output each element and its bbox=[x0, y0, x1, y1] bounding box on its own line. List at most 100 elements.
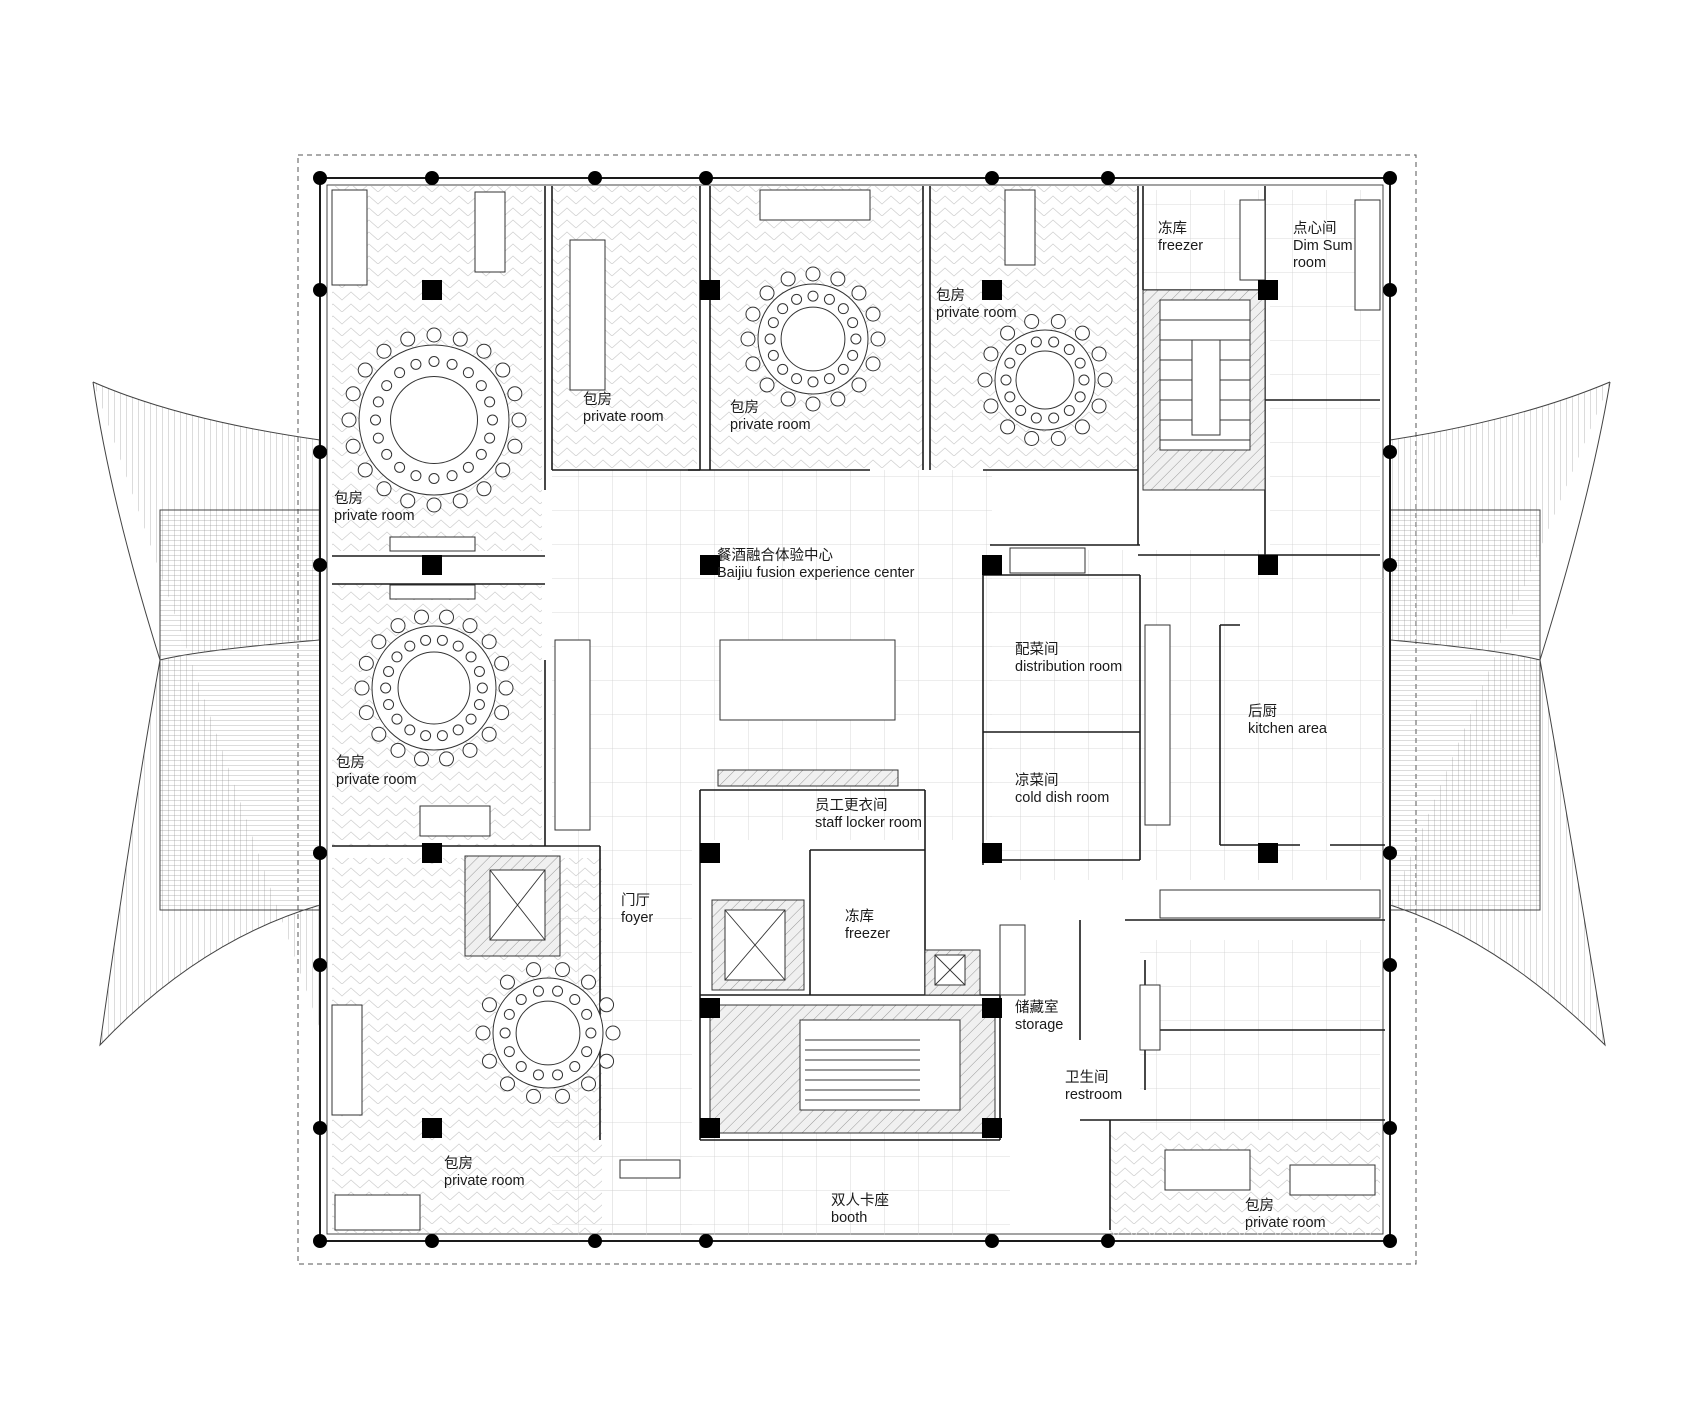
room-label-cn: 包房 bbox=[1245, 1197, 1274, 1214]
column-square bbox=[700, 555, 720, 575]
chair bbox=[413, 751, 429, 767]
column bbox=[699, 171, 713, 185]
column bbox=[1383, 1121, 1397, 1135]
round-table bbox=[475, 962, 621, 1104]
chair bbox=[759, 285, 775, 301]
room-label-en: private room bbox=[730, 417, 811, 433]
room-label-cn: 包房 bbox=[583, 391, 612, 408]
chair bbox=[865, 306, 881, 322]
column-square bbox=[422, 843, 442, 863]
chair bbox=[400, 331, 416, 347]
column-square bbox=[982, 843, 1002, 863]
column bbox=[313, 558, 327, 572]
chair bbox=[426, 327, 442, 343]
chair bbox=[870, 331, 886, 347]
chair bbox=[605, 1025, 621, 1041]
column-square bbox=[1258, 280, 1278, 300]
room-label-en: private room bbox=[1245, 1215, 1326, 1231]
chair bbox=[345, 386, 361, 402]
chair bbox=[371, 634, 387, 650]
room-label-cn: 包房 bbox=[334, 490, 363, 507]
chair bbox=[780, 391, 796, 407]
column bbox=[425, 1234, 439, 1248]
chair bbox=[511, 412, 527, 428]
chair bbox=[495, 462, 511, 478]
chair bbox=[376, 343, 392, 359]
column bbox=[313, 1121, 327, 1135]
chair bbox=[1024, 314, 1040, 330]
room-label-en: Baijiu fusion experience center bbox=[717, 565, 915, 581]
room-label-cn: 包房 bbox=[336, 754, 365, 771]
chair bbox=[977, 372, 993, 388]
column bbox=[1383, 283, 1397, 297]
right-roof-eave bbox=[1389, 381, 1611, 1047]
column bbox=[588, 1234, 602, 1248]
chair bbox=[740, 331, 756, 347]
chair bbox=[390, 742, 406, 758]
chair bbox=[439, 609, 455, 625]
column bbox=[1383, 445, 1397, 459]
column-square bbox=[982, 998, 1002, 1018]
chair bbox=[581, 974, 597, 990]
room-label-en: restroom bbox=[1065, 1087, 1122, 1103]
chair bbox=[759, 377, 775, 393]
chair bbox=[481, 997, 497, 1013]
chair bbox=[1050, 314, 1066, 330]
chair bbox=[439, 751, 455, 767]
column bbox=[1101, 1234, 1115, 1248]
room-label-en: freezer bbox=[1158, 238, 1203, 254]
chair bbox=[526, 962, 542, 978]
room-label-cn: 卫生间 bbox=[1065, 1069, 1109, 1086]
chair bbox=[345, 438, 361, 454]
room-label-cn: 配菜间 bbox=[1015, 641, 1059, 658]
chair bbox=[452, 493, 468, 509]
chair bbox=[507, 386, 523, 402]
column-square bbox=[1258, 843, 1278, 863]
room-label-en: freezer bbox=[845, 926, 890, 942]
chair bbox=[494, 655, 510, 671]
room-label-cn: 餐酒融合体验中心 bbox=[717, 547, 833, 564]
column bbox=[313, 846, 327, 860]
chair bbox=[498, 680, 514, 696]
column-square bbox=[700, 1118, 720, 1138]
column-square bbox=[422, 555, 442, 575]
chair bbox=[476, 343, 492, 359]
chair bbox=[400, 493, 416, 509]
column-square bbox=[982, 280, 1002, 300]
room-label-en: private room bbox=[936, 305, 1017, 321]
room-label-cn: 包房 bbox=[730, 399, 759, 416]
room-label-cn: 后厨 bbox=[1248, 703, 1277, 720]
chair bbox=[780, 271, 796, 287]
chair bbox=[1050, 430, 1066, 446]
room-label-en: cold dish room bbox=[1015, 790, 1109, 806]
column-square bbox=[1258, 555, 1278, 575]
room-label-cn: 员工更衣间 bbox=[815, 797, 888, 814]
chair bbox=[481, 726, 497, 742]
chair bbox=[357, 462, 373, 478]
chair bbox=[499, 1076, 515, 1092]
column-square bbox=[422, 280, 442, 300]
chair bbox=[481, 1053, 497, 1069]
room-label-en: private room bbox=[334, 508, 415, 524]
column bbox=[1383, 1234, 1397, 1248]
stair-core-bottom bbox=[709, 1004, 996, 1134]
chair bbox=[581, 1076, 597, 1092]
room-label-cn: 冻库 bbox=[1158, 219, 1187, 237]
chair bbox=[1074, 419, 1090, 435]
chair bbox=[390, 618, 406, 634]
chair bbox=[452, 331, 468, 347]
chair bbox=[805, 396, 821, 412]
round-table bbox=[354, 609, 514, 767]
chair bbox=[865, 356, 881, 372]
